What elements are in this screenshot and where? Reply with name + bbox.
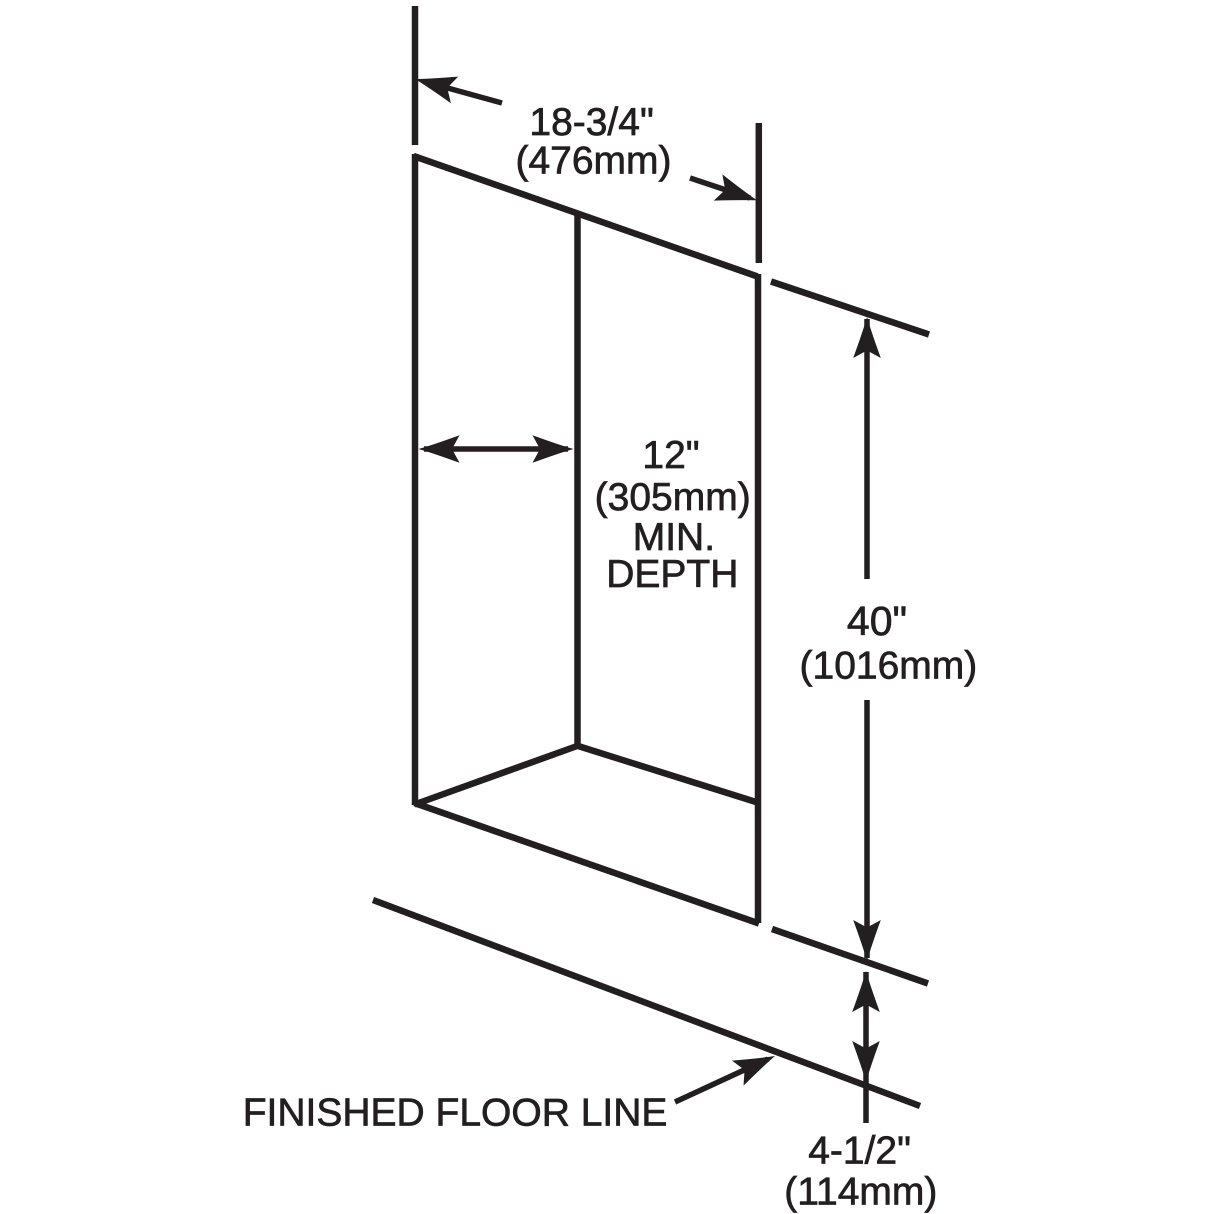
svg-text:4-1/2": 4-1/2" — [808, 1130, 911, 1173]
svg-text:12": 12" — [642, 434, 699, 477]
svg-text:(1016mm): (1016mm) — [800, 645, 978, 688]
svg-text:(114mm): (114mm) — [784, 1171, 937, 1214]
svg-text:(305mm): (305mm) — [595, 476, 751, 519]
svg-text:MIN.: MIN. — [633, 516, 715, 559]
svg-text:(476mm): (476mm) — [515, 140, 671, 183]
svg-text:40": 40" — [847, 598, 907, 644]
svg-text:FINISHED FLOOR LINE: FINISHED FLOOR LINE — [243, 1092, 668, 1135]
svg-text:DEPTH: DEPTH — [606, 553, 738, 596]
svg-text:18-3/4": 18-3/4" — [529, 101, 653, 144]
